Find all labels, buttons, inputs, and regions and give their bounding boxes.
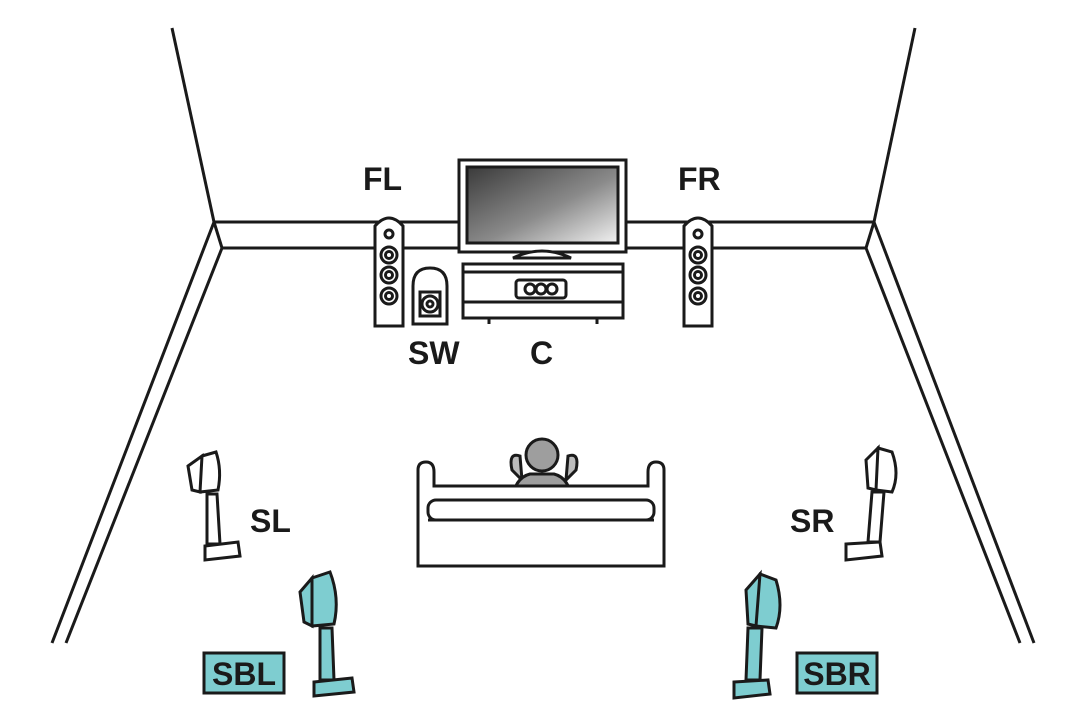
label-sl: SL [250,503,291,539]
front-right-speaker-icon [682,216,714,328]
label-sbr: SBR [803,656,871,692]
baseboard-left-corner [212,221,224,249]
floor-edge-left-inner [64,247,224,644]
wall-corner-right [872,27,917,223]
surround-right-speaker-icon [844,444,898,562]
label-fl: FL [363,161,402,197]
tv-screen [465,165,620,245]
label-c: C [530,335,553,371]
floor-edge-right-outer [872,221,1036,644]
front-left-speaker-icon [373,216,405,328]
subwoofer-icon [411,266,449,326]
sofa-with-listener [416,437,666,568]
baseboard-right-corner [864,221,876,249]
center-speaker-icon [514,278,568,300]
label-box-sbl: SBL [202,651,286,695]
label-sbl: SBL [212,656,276,692]
surround-left-speaker-icon [186,450,242,562]
surround-back-right-speaker-icon [732,569,782,700]
label-fr: FR [678,161,721,197]
tv-stand [512,249,572,260]
tv-rack [457,158,628,324]
label-sw: SW [408,335,460,371]
surround-back-left-speaker-icon [298,570,356,698]
sofa-cushion [426,498,656,522]
label-box-sbr: SBR [795,651,879,695]
floor-edge-right-inner [864,247,1022,644]
label-sr: SR [790,503,834,539]
wall-corner-left [170,27,216,223]
floor-edge-left-outer [50,221,216,644]
